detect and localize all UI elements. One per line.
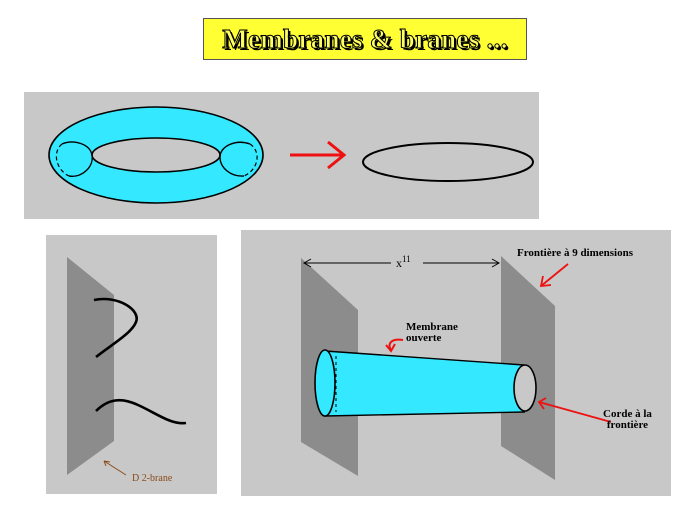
boundary-arrow-shaft xyxy=(541,264,568,286)
torus-panel xyxy=(24,92,539,219)
boundary-9d-label: Frontière à 9 dimensions xyxy=(517,248,633,259)
closed-string-loop xyxy=(363,143,533,181)
string-boundary-label: Corde à la frontière xyxy=(603,409,652,431)
d2brane-plane xyxy=(67,257,114,475)
membrane-right-cap xyxy=(514,365,536,411)
d2brane-panel: D 2-brane xyxy=(46,235,217,494)
x11-superscript: 11 xyxy=(402,254,411,264)
torus-diagram xyxy=(24,92,539,219)
d2brane-pointer xyxy=(104,461,126,475)
open-membrane-body xyxy=(325,351,525,416)
open-membrane-line2: ouverte xyxy=(406,333,458,344)
title-box: Membranes & branes ... xyxy=(203,18,527,60)
x11-label: x11 xyxy=(396,254,411,271)
membrane-panel: x11 Frontière à 9 dimensions Membrane ou… xyxy=(241,230,671,496)
membrane-left-cap xyxy=(315,350,335,416)
open-membrane-label: Membrane ouverte xyxy=(406,322,458,344)
torus-hole xyxy=(92,138,220,172)
string-line2: frontière xyxy=(603,420,652,431)
membrane-diagram xyxy=(241,230,671,496)
d2brane-diagram xyxy=(46,235,217,494)
d2brane-label: D 2-brane xyxy=(132,473,172,484)
page-title: Membranes & branes ... xyxy=(222,24,508,55)
